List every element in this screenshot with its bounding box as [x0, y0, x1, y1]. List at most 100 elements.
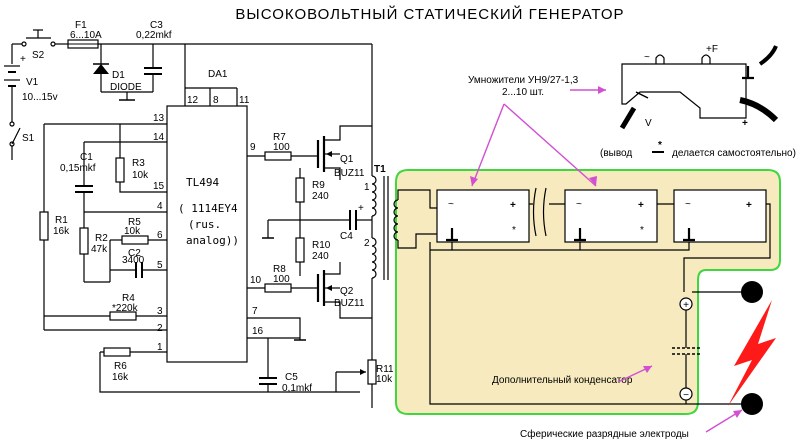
page-title: ВЫСОКОВОЛЬТНЫЙ СТАТИЧЕСКИЙ ГЕНЕРАТОР: [235, 5, 624, 23]
multiplier-1: ~ + *: [436, 189, 530, 243]
ic-analog-3: analog)): [186, 234, 239, 247]
r11-label: R11: [376, 364, 394, 375]
pin-12: 12: [187, 95, 199, 106]
fuse-f1: F1 6...10A: [67, 20, 102, 49]
r9-label: R9: [312, 180, 325, 191]
v1-value: 10...15v: [22, 92, 58, 103]
pin-8: 8: [213, 95, 219, 106]
r6-label: R6: [114, 361, 127, 372]
switch-s2: S2: [21, 29, 56, 61]
svg-text:+: +: [510, 200, 516, 211]
r2-value: 47k: [91, 244, 108, 255]
r10-value: 240: [312, 251, 329, 262]
svg-text:+: +: [638, 200, 644, 211]
svg-text:+: +: [742, 118, 748, 129]
diode-d1: D1 DIODE: [93, 44, 142, 93]
capacitor-c3: C3 0,22mkf: [136, 20, 172, 92]
pin-1: 1: [157, 342, 163, 353]
r1-value: 16k: [53, 226, 70, 237]
multiplier-label-2: 2...10 шт.: [502, 87, 544, 98]
r4-label: R4: [122, 293, 135, 304]
svg-text:*: *: [512, 225, 516, 236]
extra-capacitor-label: Дополнительный конденсатор: [492, 375, 633, 386]
c1-label: C1: [80, 152, 93, 163]
c3-value: 0,22mkf: [136, 30, 172, 41]
multiplier-detail: ~ +F V + (вывод * делается самостоятельн…: [600, 44, 796, 159]
pin-11: 11: [239, 95, 250, 106]
s2-label: S2: [32, 50, 45, 61]
svg-text:+: +: [746, 200, 752, 211]
r10-label: R10: [312, 240, 331, 251]
c1-value: 0,15mkf: [60, 163, 96, 174]
c4-label: C4: [340, 231, 353, 242]
c2-value: 3400: [122, 255, 145, 266]
transistor-q1: Q1 BUZ11: [316, 125, 372, 180]
s1-label: S1: [22, 133, 35, 144]
annotations: Умножители УН9/27-1,3 2...10 шт.: [468, 75, 743, 433]
c5-value: 0,1mkf: [282, 383, 312, 394]
r8-value: 100: [273, 274, 290, 285]
t1-label: T1: [374, 164, 386, 175]
r3-value: 10k: [132, 170, 149, 181]
t1-pin-1: 1: [364, 182, 370, 193]
pin-2: 2: [157, 323, 163, 334]
note-after: делается самостоятельно): [672, 148, 796, 159]
svg-text:V: V: [645, 118, 652, 129]
battery-v1: + V1 10...15v: [4, 54, 58, 103]
power-input: + V1 10...15v S1 S2 F1 6...10A: [4, 20, 372, 160]
note-star: *: [658, 140, 662, 151]
pin-4: 4: [157, 201, 163, 212]
control-network: R3 10k C1 0,15mkf R1 16k R2 47k R5 10k: [39, 123, 360, 393]
f1-value: 6...10A: [70, 30, 102, 41]
ic-analog-2: (rus.: [188, 218, 221, 231]
q1-label: Q1: [340, 154, 354, 165]
q2-label: Q2: [340, 286, 354, 297]
svg-text:~: ~: [448, 199, 454, 210]
pin-15: 15: [153, 181, 165, 192]
f1-label: F1: [75, 20, 87, 31]
transistor-q2: Q2 BUZ11: [316, 262, 372, 319]
r7-label: R7: [273, 132, 286, 143]
svg-text:*: *: [640, 225, 644, 236]
r7-value: 100: [273, 142, 290, 153]
svg-text:+: +: [358, 203, 364, 214]
ic-body: [166, 105, 248, 363]
d1-value: DIODE: [110, 82, 142, 93]
pin-9: 9: [250, 142, 256, 153]
da1-label: DA1: [208, 69, 228, 80]
r4-value: *220k: [112, 303, 139, 314]
svg-text:~: ~: [576, 199, 582, 210]
r3-label: R3: [132, 158, 145, 169]
electrode-top: [741, 281, 763, 303]
q2-value: BUZ11: [334, 298, 365, 309]
potentiometer-r11: R11 10k: [335, 318, 394, 408]
q1-value: BUZ11: [334, 168, 365, 179]
multiplier-3: ~ +: [673, 189, 767, 243]
transformer-t1: T1 1 2 3: [364, 44, 408, 318]
r1-label: R1: [55, 215, 68, 226]
c2-label: C2: [128, 248, 141, 259]
ic-tl494: DA1 TL494 ( 1114EY4 (rus. analog)) 12 8 …: [153, 44, 264, 363]
multiplier-2: ~ + *: [564, 189, 658, 243]
t1-pin-2: 2: [364, 238, 370, 249]
capacitor-c5: C5 0,1mkf: [259, 372, 312, 394]
output-stage: R7 100 Q1 BUZ11 R9 240 R10 240: [247, 44, 408, 408]
electrodes-label: Сферические разрядные электроды: [520, 428, 689, 440]
ic-name: TL494: [186, 176, 219, 189]
v1-label: V1: [26, 77, 39, 88]
electrodes: Сферические разрядные электроды: [520, 281, 776, 440]
r6-value: 16k: [112, 372, 129, 383]
c3-label: C3: [150, 20, 163, 31]
multiplier-label-1: Умножители УН9/27-1,3: [468, 75, 579, 86]
ic-analog-1: ( 1114EY4: [178, 202, 238, 215]
r2-label: R2: [95, 233, 108, 244]
d1-label: D1: [112, 70, 125, 81]
r5-value: 10k: [124, 226, 141, 237]
spark-icon: [728, 300, 776, 406]
r11-value: 10k: [376, 374, 393, 385]
pin-10: 10: [250, 275, 262, 286]
pin-5: 5: [157, 260, 163, 271]
pin-6: 6: [157, 230, 163, 241]
pin-13: 13: [153, 113, 165, 124]
